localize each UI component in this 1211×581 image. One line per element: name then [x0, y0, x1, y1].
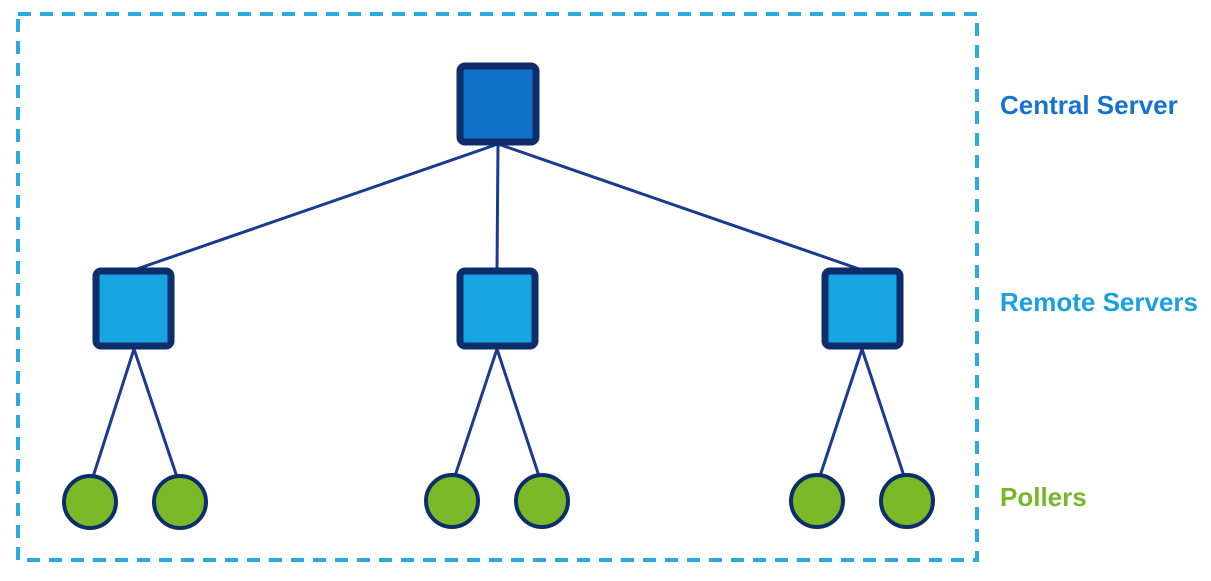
connector-remote-middle-poller-1 — [452, 347, 499, 481]
poller-node-6 — [879, 473, 935, 529]
poller-node-2 — [152, 474, 208, 530]
connector-remote-middle-poller-2 — [495, 347, 542, 481]
poller-node-5 — [789, 473, 845, 529]
poller-node-1 — [62, 474, 118, 530]
central-server-node — [456, 62, 540, 146]
poller-node-4 — [514, 473, 570, 529]
dashed-boundary — [16, 12, 979, 562]
connector-central-remote-middle — [495, 142, 500, 272]
connector-lines — [90, 142, 907, 482]
central-server-label: Central Server — [1000, 90, 1178, 120]
central-server-group — [456, 62, 540, 146]
poller-group — [62, 473, 935, 530]
remote-servers-label: Remote Servers — [1000, 287, 1198, 317]
pollers-label: Pollers — [1000, 482, 1087, 512]
connector-central-remote-left — [132, 142, 500, 272]
connector-remote-right-poller-2 — [860, 347, 907, 481]
connector-remote-right-poller-1 — [817, 347, 864, 481]
poller-node-3 — [424, 473, 480, 529]
connector-remote-left-poller-1 — [90, 347, 136, 482]
remote-server-node-left — [92, 267, 175, 350]
connector-central-remote-right — [496, 142, 864, 272]
remote-server-group — [92, 267, 904, 350]
connector-remote-left-poller-2 — [132, 347, 180, 482]
remote-server-node-right — [821, 267, 904, 350]
remote-server-node-middle — [456, 267, 539, 350]
